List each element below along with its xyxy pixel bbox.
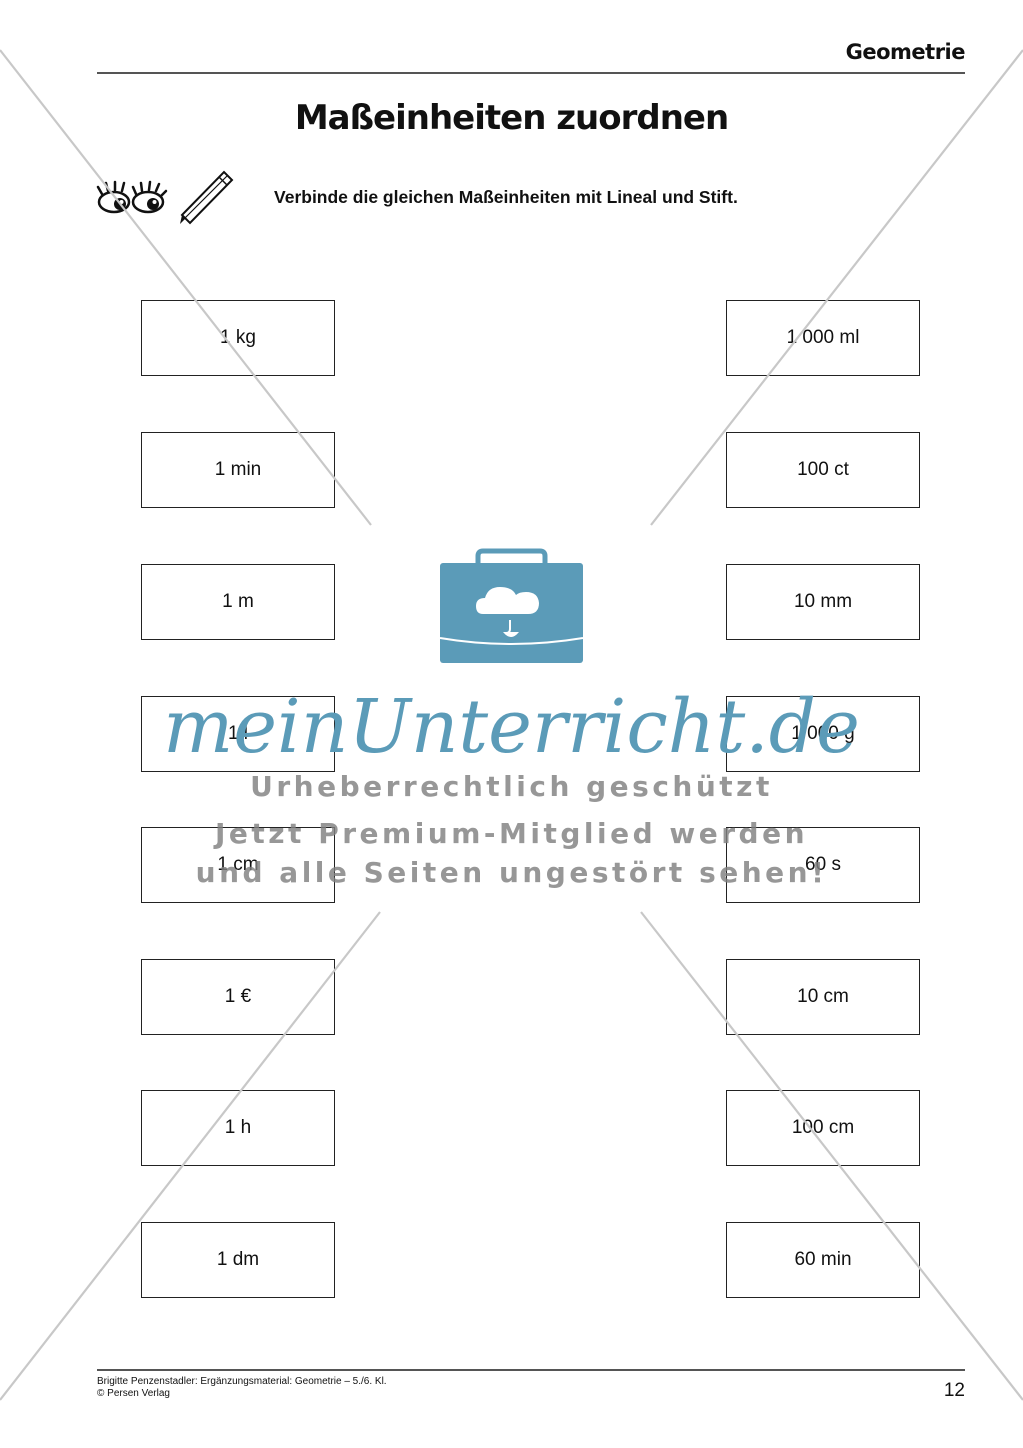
left-box: 1 l [141,696,335,772]
footer-credit: Brigitte Penzenstadler: Ergänzungsmateri… [97,1376,387,1400]
page-number: 12 [943,1380,965,1401]
page-title: Maßeinheiten zuordnen [294,98,729,138]
left-box: 1 cm [141,827,335,903]
footer-author-line: Brigitte Penzenstadler: Ergänzungsmateri… [97,1376,387,1387]
briefcase-cloud-icon [439,548,584,663]
pencil-icon [180,170,234,225]
left-box: 1 min [141,432,335,508]
right-box: 60 min [726,1222,920,1298]
watermark-unlock: und alle Seiten ungestört sehen! [195,856,828,889]
right-box: 1 000 g [726,696,920,772]
right-box: 60 s [726,827,920,903]
left-box: 1 dm [141,1222,335,1298]
footer-publisher-line: © Persen Verlag [97,1388,170,1399]
eyes-icon [96,170,234,225]
left-box: 1 kg [141,300,335,376]
left-box: 1 € [141,959,335,1035]
right-box: 10 cm [726,959,920,1035]
instruction-icons [96,166,246,231]
left-box: 1 h [141,1090,335,1166]
watermark-premium: Jetzt Premium-Mitglied werden [214,817,809,850]
right-box: 100 cm [726,1090,920,1166]
left-box: 1 m [141,564,335,640]
right-box: 1 000 ml [726,300,920,376]
instruction-text: Verbinde die gleichen Maßeinheiten mit L… [274,187,738,207]
right-box: 10 mm [726,564,920,640]
watermark-brand: meinUnterricht.de [163,684,860,770]
watermark-copyright: Urheberrechtlich geschützt [250,770,773,803]
right-box: 100 ct [726,432,920,508]
header-divider [97,72,965,74]
footer-divider [97,1369,965,1371]
subject-header: Geometrie [845,40,966,64]
